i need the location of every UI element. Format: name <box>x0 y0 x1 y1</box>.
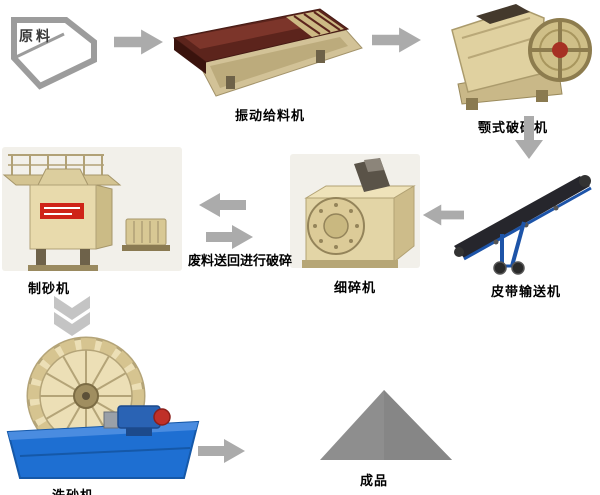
raw-material-label: 原料 <box>19 29 53 45</box>
node-sand-maker: 制砂机 <box>0 145 184 297</box>
right-arrow-icon <box>198 439 245 463</box>
node-jaw-crusher: 颚式破碎机 <box>428 0 598 136</box>
double-down-arrow-icon <box>54 296 90 336</box>
node-raw-material: 原料 <box>6 14 100 92</box>
flow-arrow-raw-to-feeder <box>114 28 164 56</box>
down-arrow-icon <box>515 116 543 159</box>
node-sand-washer: 洗砂机 <box>0 328 208 495</box>
flow-arrow-conveyor-to-fine-crusher <box>422 202 464 228</box>
flow-arrow-recycle-to-fine-crusher <box>206 224 254 250</box>
vibrating-feeder-label: 振动给料机 <box>234 109 305 124</box>
sand-washer-label: 洗砂机 <box>52 485 94 495</box>
right-arrow-icon <box>206 225 253 249</box>
flow-arrow-washer-to-product <box>198 438 246 464</box>
right-arrow-icon <box>114 29 163 55</box>
flow-arrow-jaw-to-conveyor <box>514 116 544 160</box>
sand-maker-image <box>0 145 184 273</box>
node-finished-product: 成品 <box>318 388 454 489</box>
finished-product-pile-image <box>318 388 454 462</box>
flow-arrow-sand-maker-to-washer <box>52 294 92 338</box>
node-fine-crusher: 细碎机 <box>288 150 422 296</box>
fine-crusher-label: 细碎机 <box>333 281 376 296</box>
sand-maker-label: 制砂机 <box>28 282 71 297</box>
jaw-crusher-image <box>428 0 598 112</box>
node-belt-conveyor: 皮带输送机 <box>452 166 600 300</box>
recycle-note: 废料送回进行破碎 <box>187 254 292 269</box>
vibrating-feeder-image <box>170 4 370 100</box>
finished-product-label: 成品 <box>359 474 388 489</box>
node-vibrating-feeder: 振动给料机 <box>170 4 370 124</box>
left-arrow-icon <box>422 204 464 226</box>
raw-material-chute-icon <box>6 14 100 92</box>
right-arrow-icon <box>372 27 421 53</box>
belt-conveyor-image <box>452 166 600 276</box>
flow-arrow-fine-crusher-to-sand-maker <box>198 192 246 218</box>
sand-washer-image <box>0 328 208 480</box>
left-arrow-icon <box>199 193 246 217</box>
belt-conveyor-label: 皮带输送机 <box>490 285 561 300</box>
fine-crusher-image <box>288 150 422 272</box>
flow-arrow-feeder-to-jaw <box>372 26 422 54</box>
